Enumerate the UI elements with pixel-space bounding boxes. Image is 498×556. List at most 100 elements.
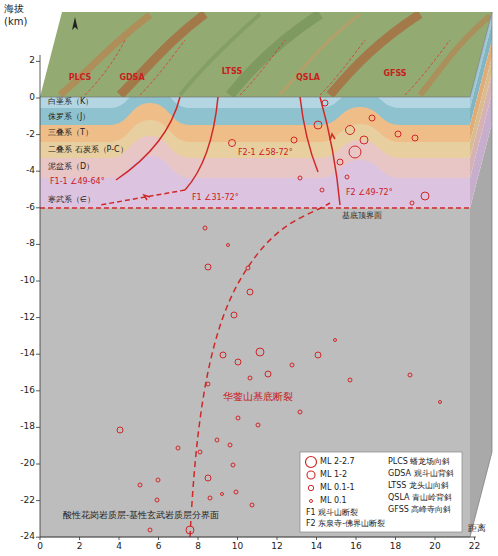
tick-label: -12 bbox=[20, 313, 35, 323]
quake bbox=[247, 289, 253, 295]
fault-label: F2 ∠49-72° bbox=[346, 189, 393, 198]
legend-sample bbox=[306, 457, 317, 468]
tick-label: 18 bbox=[390, 542, 401, 552]
axis-title: (km) bbox=[4, 16, 27, 27]
axis-lines bbox=[40, 55, 476, 537]
axis-title: 距离 bbox=[468, 524, 486, 534]
tick-label: 14 bbox=[311, 542, 322, 552]
quake bbox=[346, 126, 355, 135]
quake bbox=[349, 146, 361, 158]
fold-axis bbox=[240, 40, 285, 95]
layer-cambrian bbox=[40, 156, 470, 208]
tick-label: -8 bbox=[26, 239, 35, 249]
quake bbox=[148, 528, 152, 532]
quake bbox=[256, 423, 260, 427]
quake bbox=[138, 483, 142, 487]
quake bbox=[395, 131, 401, 137]
quake bbox=[186, 526, 194, 534]
quake bbox=[345, 175, 349, 179]
quake bbox=[334, 339, 337, 342]
tick-label: 22 bbox=[469, 542, 480, 552]
legend-box bbox=[300, 452, 462, 532]
terrain-relief bbox=[60, 14, 490, 95]
fault-f1-detachment bbox=[100, 190, 185, 205]
legend-sample bbox=[307, 471, 315, 479]
legend-text: ML 2-2.7 bbox=[320, 458, 355, 467]
tick-label: -10 bbox=[20, 276, 35, 286]
y-ticks bbox=[36, 61, 40, 537]
legend-text: QSLA 青山岭背斜 bbox=[388, 494, 452, 503]
fold-name: PLCS bbox=[69, 74, 92, 83]
quake bbox=[290, 363, 294, 367]
valley bbox=[230, 14, 320, 95]
x-ticks bbox=[40, 537, 475, 540]
quake bbox=[314, 121, 322, 129]
quake bbox=[215, 438, 219, 442]
fault-f2-1 bbox=[300, 97, 318, 172]
stratum-name: 寒武系（∈） bbox=[48, 196, 95, 205]
quake bbox=[156, 478, 160, 482]
tick-label: 0 bbox=[37, 542, 43, 552]
tick-label: -6 bbox=[26, 203, 35, 213]
legend-text: ML 1-2 bbox=[320, 471, 347, 480]
quake bbox=[298, 410, 302, 414]
tick-label: 16 bbox=[350, 542, 361, 552]
legend-text: F1 观斗山断裂 bbox=[306, 509, 358, 518]
quake bbox=[117, 427, 123, 433]
quake bbox=[410, 201, 414, 205]
tick-label: 20 bbox=[429, 542, 440, 552]
layer-d bbox=[40, 136, 470, 208]
slip-arrow bbox=[330, 134, 335, 140]
tick-label: 2 bbox=[77, 542, 83, 552]
fold-axis bbox=[85, 40, 125, 95]
stratum-name: 二叠系 石炭系（P-C） bbox=[48, 146, 128, 155]
tick-label: -20 bbox=[20, 459, 35, 469]
fold-name: QSLA bbox=[296, 74, 320, 83]
legend-text: PLCS 蟠龙场向斜 bbox=[388, 458, 451, 467]
fold-axis bbox=[320, 40, 365, 95]
fault-f1-1 bbox=[116, 97, 180, 180]
quake bbox=[208, 496, 212, 500]
quake bbox=[235, 359, 241, 365]
block-edges bbox=[40, 12, 492, 537]
legend-text: ML 0.1 bbox=[320, 497, 347, 506]
side-face bbox=[470, 12, 492, 537]
tick-label: -22 bbox=[20, 496, 35, 506]
quake bbox=[206, 382, 210, 386]
quake bbox=[205, 264, 211, 270]
tick-label: -14 bbox=[20, 349, 35, 359]
legend-text: F2 东泉寺-佛界山断裂 bbox=[306, 520, 385, 529]
tick-label: 6 bbox=[156, 542, 162, 552]
terrain-surface bbox=[40, 12, 492, 97]
quake bbox=[246, 266, 250, 270]
tick-label: -16 bbox=[20, 386, 35, 396]
quake bbox=[220, 352, 226, 358]
quake bbox=[198, 450, 202, 454]
stratum-name: 泥盆系（D） bbox=[48, 163, 94, 172]
label: 酸性花岗岩质层-基性玄武岩质层分界面 bbox=[62, 511, 220, 520]
ridge bbox=[280, 14, 360, 95]
basement-top bbox=[40, 207, 470, 209]
tick-label: 4 bbox=[116, 542, 122, 552]
valley bbox=[180, 14, 260, 95]
fold-axis bbox=[140, 40, 185, 95]
quake bbox=[234, 490, 238, 494]
slip-arrow bbox=[144, 195, 150, 200]
legend-text: GDSA 观斗山背斜 bbox=[388, 470, 454, 479]
fault-label: F2-1 ∠58-72° bbox=[238, 149, 293, 158]
quake bbox=[337, 159, 343, 165]
tick-label: -2 bbox=[26, 130, 35, 140]
axis-title: 海拔 bbox=[4, 3, 24, 14]
legend-frame bbox=[300, 452, 462, 532]
quake bbox=[227, 244, 230, 247]
quake bbox=[298, 176, 302, 180]
legend-text: LTSS 龙头山向斜 bbox=[388, 482, 449, 491]
quake bbox=[439, 401, 442, 404]
fold-name: GFSS bbox=[383, 70, 406, 79]
quake bbox=[291, 137, 297, 143]
quake bbox=[369, 115, 375, 121]
stratum-name: 三叠系（T） bbox=[48, 129, 93, 138]
legend-sample bbox=[308, 485, 313, 490]
tick-label: 12 bbox=[271, 542, 282, 552]
